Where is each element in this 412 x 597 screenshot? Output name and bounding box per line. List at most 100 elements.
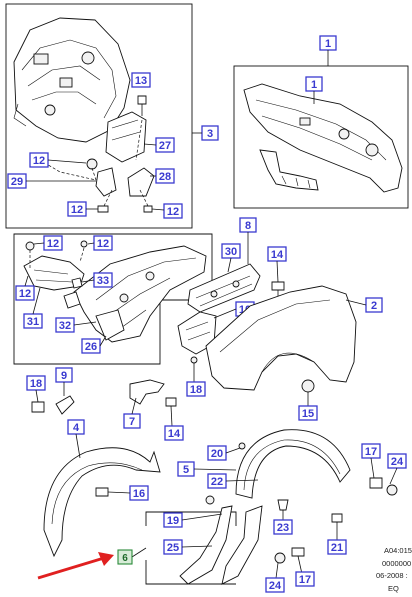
callout-33: 33 (93, 272, 113, 288)
callout-2: 2 (365, 297, 383, 313)
callout-32-text: 32 (59, 320, 71, 332)
callout-24a: 24 (387, 453, 407, 469)
callout-8-text: 8 (245, 220, 251, 232)
callout-4-text: 4 (73, 422, 80, 434)
front-fender-2: 2 15 (205, 285, 383, 421)
trim-piece-19-part (179, 505, 233, 585)
bolts-24-17-lower: 17 24 (265, 547, 315, 593)
callout-29: 29 (7, 173, 27, 189)
callout-5-text: 5 (183, 464, 189, 476)
callout-15-text: 15 (302, 408, 314, 420)
callout-1b-text: 1 (311, 79, 317, 91)
group-1-frame (233, 65, 409, 209)
footer-line-3: 06-2008 : (376, 571, 408, 580)
callout-18b-text: 18 (30, 378, 42, 390)
callout-6-box (117, 549, 133, 565)
callout-20: 20 (207, 445, 227, 461)
group-6-box: 19 25 (145, 495, 263, 585)
callout-19-text: 19 (167, 515, 179, 527)
callout-7-text: 7 (129, 416, 135, 428)
callout-28: 28 (155, 168, 175, 184)
callout-31-text: 31 (27, 316, 39, 328)
callout-13: 13 (131, 72, 151, 88)
group-6-frame-bottom (145, 560, 236, 585)
bolt-14-lower: 14 (164, 397, 184, 441)
callout-21: 21 (327, 539, 347, 555)
callout-25: 25 (163, 539, 183, 555)
part-32 (63, 291, 81, 309)
callout-24a-text: 24 (391, 456, 404, 468)
callout-12f-text: 12 (19, 288, 31, 300)
callout-3: 3 (201, 125, 219, 141)
dash-bracket-part (259, 149, 319, 191)
callout-25-text: 25 (167, 542, 179, 554)
dash-panel-right-part (243, 83, 403, 193)
wheel-liner-5-part (235, 429, 351, 499)
callout-17a-text: 17 (365, 446, 377, 458)
callout-17b: 17 (295, 571, 315, 587)
callout-1: 1 (319, 35, 337, 51)
wheel-liner-4: 4 16 (43, 419, 161, 558)
callout-18b: 18 (26, 375, 46, 391)
callout-12b-text: 12 (71, 204, 83, 216)
callout-9: 9 (55, 367, 73, 383)
callout-14b-text: 14 (168, 428, 181, 440)
callout-6-text: 6 (122, 553, 128, 564)
clip-15-part (301, 379, 315, 393)
callout-16: 16 (129, 485, 149, 501)
callout-30: 30 (221, 243, 241, 259)
callout-5: 5 (177, 461, 195, 477)
callout-22-text: 22 (211, 476, 223, 488)
callout-27: 27 (155, 137, 175, 153)
bracket-7-part (129, 379, 165, 405)
callout-12c: 12 (163, 203, 183, 219)
clip-12-part (86, 158, 98, 170)
bolt-14-upper: 14 (267, 246, 287, 300)
callout-12d-text: 12 (47, 238, 59, 250)
footer-line-4: EQ (388, 584, 399, 593)
bolt-14-upper-part (271, 281, 285, 291)
callout-24b: 24 (265, 577, 285, 593)
footer-info: A04:015 0000000 06-2008 : EQ (376, 546, 412, 593)
callout-7: 7 (123, 413, 141, 429)
callout-31: 31 (23, 313, 43, 329)
group-1-box: 1 (233, 65, 409, 209)
callout-12f: 12 (15, 285, 35, 301)
callout-29-text: 29 (11, 176, 23, 188)
callout-17b-text: 17 (299, 574, 311, 586)
callout-17a: 17 (361, 443, 381, 459)
callout-8: 8 (239, 217, 257, 233)
callout-12e: 12 (93, 235, 113, 251)
callout-16-text: 16 (133, 488, 145, 500)
red-arrow-icon (37, 552, 114, 580)
group-3-frame (5, 3, 193, 229)
callout-22: 22 (207, 473, 227, 489)
callout-12a-text: 12 (33, 155, 45, 167)
front-fender-part (205, 285, 357, 391)
callout-12c-text: 12 (167, 206, 179, 218)
callout-12e-text: 12 (97, 238, 109, 250)
footer-line-1: A04:015 (384, 546, 412, 555)
callout-9-text: 9 (61, 370, 67, 382)
callout-21-text: 21 (331, 542, 343, 554)
callout-23-text: 23 (277, 522, 289, 534)
callout-1b: 1 (305, 76, 323, 92)
wheel-liner-5: 5 20 22 23 17 24 (177, 429, 407, 555)
callout-4: 4 (67, 419, 85, 435)
callout-12b: 12 (67, 201, 87, 217)
reinforcement-30-part (187, 263, 261, 313)
callout-12d: 12 (43, 235, 63, 251)
callout-26: 26 (81, 338, 101, 354)
part-26 (95, 309, 125, 341)
callout-30-text: 30 (225, 246, 237, 258)
wheel-liner-4-part (43, 447, 161, 558)
callout-14a: 14 (267, 246, 287, 262)
callout-28-text: 28 (159, 171, 171, 183)
bracket-27-part (105, 111, 147, 163)
callout-26-text: 26 (85, 341, 97, 353)
bracket-9-part (55, 395, 75, 415)
bracket-28-part (127, 167, 155, 197)
seal-25-part (221, 505, 263, 585)
bracket-29-part (95, 167, 117, 197)
